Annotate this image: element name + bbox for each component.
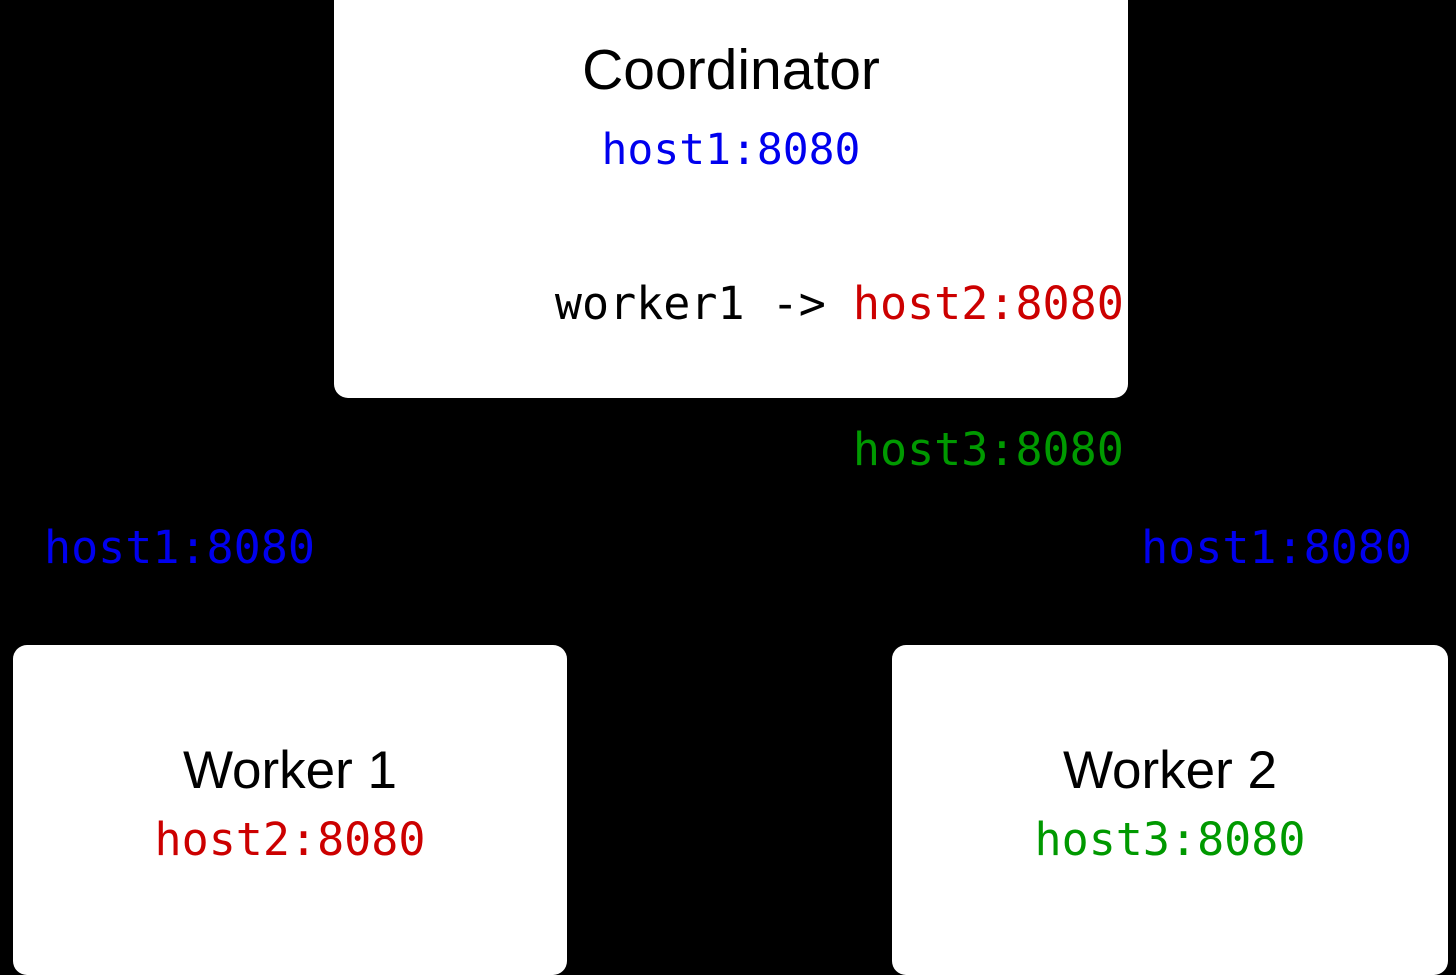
mapping-source-worker1: worker1 -> xyxy=(554,277,853,330)
mapping-source-worker2: worker2 -> xyxy=(554,423,853,476)
mapping-target-worker1: host2:8080 xyxy=(852,277,1124,330)
node-worker1[interactable]: Worker 1 host2:8080 xyxy=(13,645,567,975)
worker-mapping-row: worker1 -> host2:8080 xyxy=(338,236,1124,371)
edge-label-coordinator-to-worker1: host1:8080 xyxy=(44,521,315,574)
worker2-title: Worker 2 xyxy=(1062,741,1278,800)
node-worker2[interactable]: Worker 2 host3:8080 xyxy=(892,645,1448,975)
edge-label-coordinator-to-worker2: host1:8080 xyxy=(1141,521,1412,574)
mapping-target-worker2: host3:8080 xyxy=(852,423,1124,476)
coordinator-address: host1:8080 xyxy=(601,125,861,175)
worker1-address: host2:8080 xyxy=(154,813,426,866)
coordinator-title: Coordinator xyxy=(582,38,880,102)
coordinator-worker-mapping-list: worker1 -> host2:8080 worker2 -> host3:8… xyxy=(338,236,1124,517)
worker2-address: host3:8080 xyxy=(1034,813,1306,866)
worker-mapping-row: worker2 -> host3:8080 xyxy=(338,382,1124,517)
node-coordinator[interactable]: Coordinator host1:8080 worker1 -> host2:… xyxy=(334,0,1128,472)
worker1-title: Worker 1 xyxy=(182,741,398,800)
